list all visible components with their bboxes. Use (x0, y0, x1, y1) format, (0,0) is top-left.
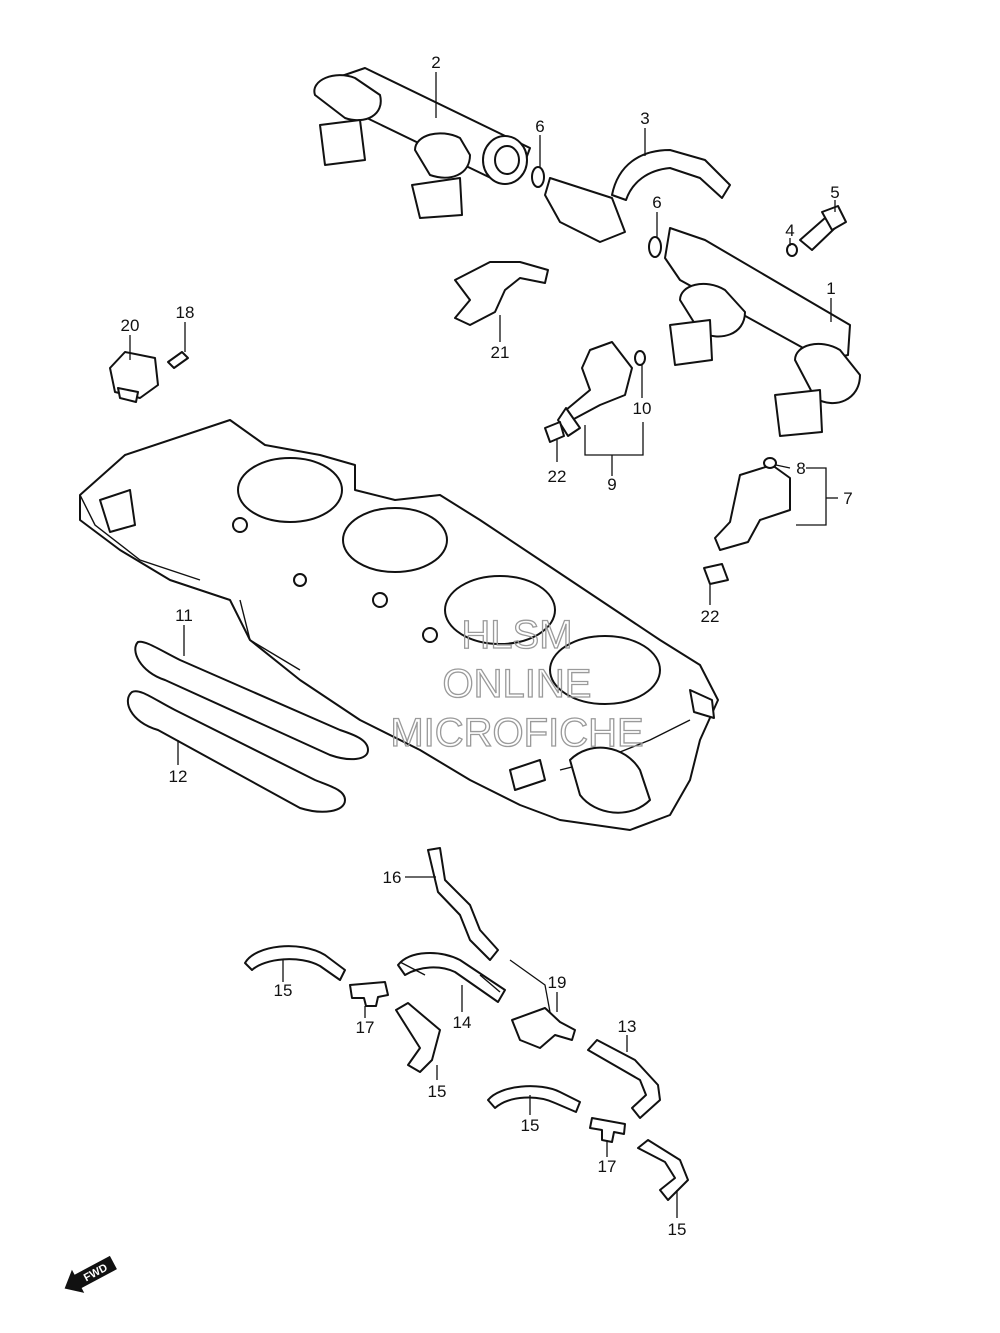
callout-9: 9 (607, 475, 616, 494)
callout-17-right: 17 (598, 1157, 617, 1176)
pipe-joint (544, 177, 626, 243)
callout-3: 3 (640, 109, 649, 128)
clip (454, 261, 549, 326)
gasket-11 (134, 640, 369, 761)
o-ring-injector (634, 350, 646, 366)
callout-19: 19 (548, 973, 567, 992)
callout-20: 20 (121, 316, 140, 335)
fwd-arrow-icon (64, 1255, 117, 1293)
callout-14: 14 (453, 1013, 472, 1032)
callout-15-bottom: 15 (668, 1220, 687, 1239)
callout-8: 8 (796, 459, 805, 478)
throttle-bore-3 (444, 575, 556, 645)
callout-15-mid-right: 15 (521, 1116, 540, 1135)
watermark-line-3: MICROFICHE (390, 711, 643, 755)
callout-2: 2 (431, 53, 440, 72)
leader-lines (129, 72, 838, 1218)
injector-seal-left (544, 421, 565, 443)
callout-1: 1 (826, 279, 835, 298)
callout-11: 11 (175, 606, 193, 625)
vacuum-hose-14 (397, 952, 506, 1003)
watermark: HLSM ONLINE MICROFICHE (390, 612, 645, 755)
bolt (799, 205, 847, 251)
throttle-bore-1 (237, 457, 343, 523)
fuel-delivery-pipe-right (664, 227, 861, 437)
gasket-12 (127, 690, 346, 813)
vacuum-hose-15-top-left (244, 945, 346, 981)
callout-5: 5 (830, 183, 839, 202)
check-valve-19 (511, 1007, 576, 1049)
forward-direction-badge: FWD (64, 1255, 117, 1293)
injector-seal-right (703, 563, 729, 585)
vacuum-hose-13 (587, 1039, 661, 1119)
callout-22-right: 22 (701, 607, 720, 626)
t-joint-17-right (589, 1117, 626, 1143)
fwd-label: FWD (82, 1262, 110, 1284)
callout-6-lower: 6 (652, 193, 661, 212)
watermark-line-2: ONLINE (443, 662, 592, 706)
vacuum-hose-15-mid-left (395, 1002, 441, 1073)
fuel-injector-primary (557, 341, 633, 437)
vacuum-hose-15-mid-right (487, 1085, 581, 1113)
o-ring-lower (648, 236, 662, 258)
callout-12: 12 (169, 767, 188, 786)
o-ring-upper (531, 166, 545, 188)
vacuum-hose-15-bottom (637, 1139, 689, 1201)
fuel-injector-secondary (714, 464, 791, 551)
callout-4: 4 (785, 221, 794, 240)
screw (167, 351, 189, 369)
sensor (109, 351, 159, 403)
throttle-body-assembly (79, 419, 719, 831)
callout-7: 7 (843, 489, 852, 508)
throttle-bore-4 (549, 635, 661, 705)
washer (786, 243, 798, 257)
fuel-delivery-pipe-left (313, 67, 531, 219)
callout-16: 16 (383, 868, 402, 887)
callout-6-upper: 6 (535, 117, 544, 136)
t-joint-17-left (349, 981, 389, 1007)
callout-21: 21 (491, 343, 510, 362)
o-ring-secondary (763, 457, 777, 469)
watermark-line-1: HLSM (461, 613, 572, 657)
callout-17-left: 17 (356, 1018, 375, 1037)
callout-22-left: 22 (548, 467, 567, 486)
callout-10: 10 (633, 399, 652, 418)
throttle-bore-2 (342, 507, 448, 573)
callout-15-top-left: 15 (274, 981, 293, 1000)
callout-13: 13 (618, 1017, 637, 1036)
vacuum-hose-16 (427, 847, 499, 961)
callout-18: 18 (176, 303, 195, 322)
callout-15-mid-left: 15 (428, 1082, 447, 1101)
fuel-hose (611, 149, 731, 201)
